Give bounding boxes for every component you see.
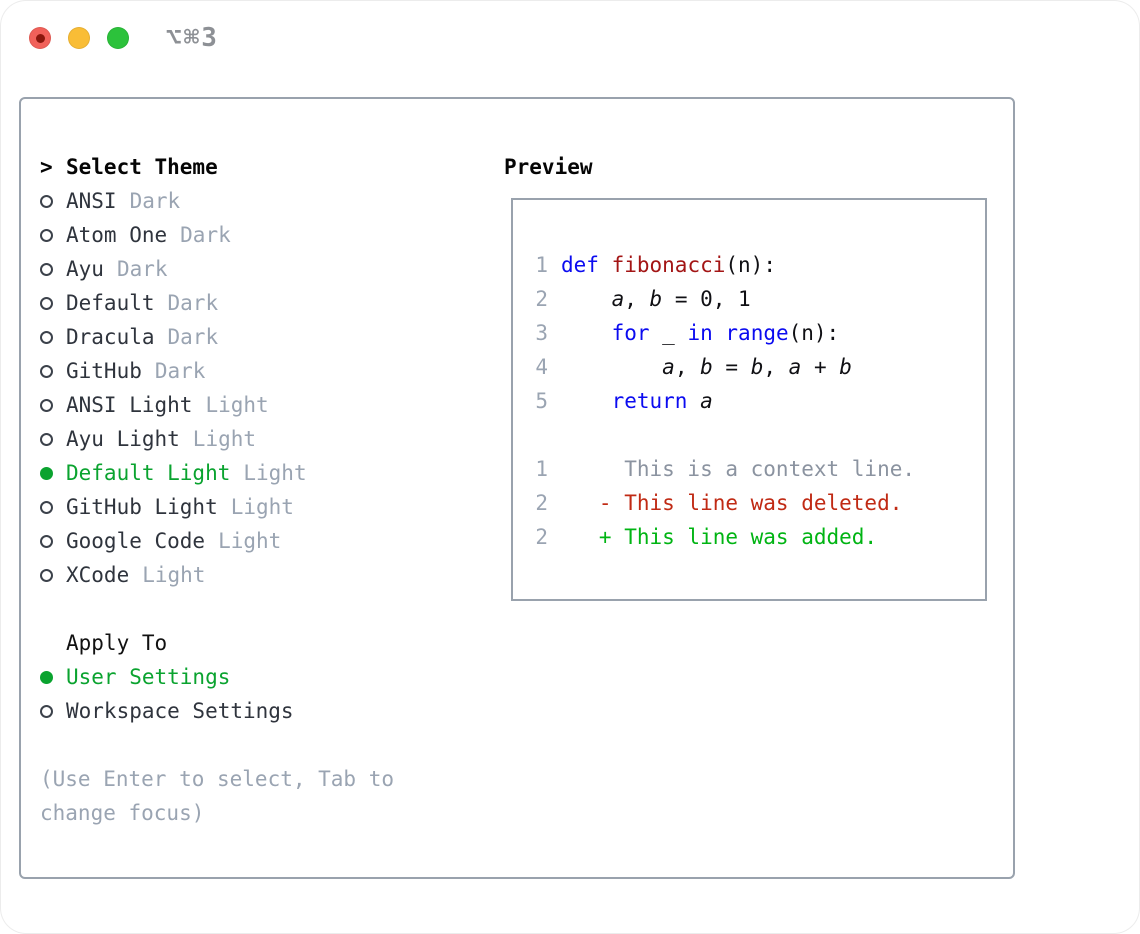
minimize-button[interactable] <box>68 27 90 49</box>
window-shortcut-label: ⌥⌘3 <box>166 23 219 53</box>
theme-name: GitHub <box>66 359 142 383</box>
diff-line: 1 This is a context line. <box>535 452 977 486</box>
theme-variant: Dark <box>116 257 168 281</box>
theme-variant: Light <box>218 529 282 553</box>
radio-icon <box>40 194 66 208</box>
radio-selected-icon <box>40 466 66 480</box>
radio-icon <box>40 500 66 514</box>
code-text: - This line was deleted. <box>561 491 903 515</box>
code-text: return a <box>611 389 713 413</box>
line-number: 3 <box>535 321 548 345</box>
code-line: 1 def fibonacci(n): <box>535 248 977 282</box>
line-number: 2 <box>535 491 548 515</box>
theme-variant: Dark <box>180 223 231 247</box>
line-number: 5 <box>535 389 548 413</box>
code-text: This is a context line. <box>561 457 916 481</box>
code-text: for _ in range(n): <box>611 321 840 345</box>
radio-icon <box>40 568 66 582</box>
radio-icon <box>40 228 66 242</box>
theme-option-github[interactable]: GitHub Dark <box>40 354 490 388</box>
spacer <box>40 592 490 626</box>
theme-option-default[interactable]: Default Dark <box>40 286 490 320</box>
keyboard-hint: (Use Enter to select, Tab to change focu… <box>40 767 395 825</box>
theme-list-title: Select Theme <box>66 155 218 179</box>
theme-variant: Dark <box>154 359 206 383</box>
theme-name: Dracula <box>66 325 155 349</box>
radio-icon <box>40 296 66 310</box>
theme-option-dracula[interactable]: Dracula Dark <box>40 320 490 354</box>
code-line: 4 a, b = b, a + b <box>535 350 977 384</box>
theme-option-google-code[interactable]: Google Code Light <box>40 524 490 558</box>
theme-variant: Light <box>243 461 307 485</box>
radio-icon <box>40 534 66 548</box>
theme-option-ansi-light[interactable]: ANSI Light Light <box>40 388 490 422</box>
theme-variant: Dark <box>129 189 181 213</box>
apply-to-title: Apply To <box>66 631 168 655</box>
apply-option-user-settings[interactable]: User Settings <box>40 660 490 694</box>
zoom-button[interactable] <box>107 27 129 49</box>
theme-option-xcode[interactable]: XCode Light <box>40 558 490 592</box>
diff-line: 2 + This line was added. <box>535 520 977 554</box>
theme-name: GitHub Light <box>66 495 218 519</box>
theme-option-default-light[interactable]: Default Light Light <box>40 456 490 490</box>
line-number: 1 <box>535 253 548 277</box>
code-line: 3 for _ in range(n): <box>535 316 977 350</box>
theme-option-ayu[interactable]: Ayu Dark <box>40 252 490 286</box>
code-line: 5 return a <box>535 384 977 418</box>
theme-name: Google Code <box>66 529 206 553</box>
code-text: a, b = b, a + b <box>662 355 852 379</box>
close-focus-dot-icon <box>35 33 45 43</box>
radio-selected-icon <box>40 670 66 684</box>
code-text: a, b = 0, 1 <box>611 287 751 311</box>
theme-variant: Dark <box>167 291 219 315</box>
theme-option-atom-one[interactable]: Atom One Dark <box>40 218 490 252</box>
theme-variant: Light <box>205 393 269 417</box>
apply-option-workspace-settings[interactable]: Workspace Settings <box>40 694 490 728</box>
close-button[interactable] <box>29 27 51 49</box>
preview-title: Preview <box>504 155 593 179</box>
code-text: + This line was added. <box>561 525 878 549</box>
line-number: 1 <box>535 457 548 481</box>
radio-icon <box>40 398 66 412</box>
code-line: 2 a, b = 0, 1 <box>535 282 977 316</box>
theme-list-header: > Select Theme <box>40 150 490 184</box>
radio-icon <box>40 432 66 446</box>
radio-icon <box>40 704 66 718</box>
apply-option-label: User Settings <box>66 665 231 689</box>
apply-to-header: Apply To <box>40 626 490 660</box>
theme-option-github-light[interactable]: GitHub Light Light <box>40 490 490 524</box>
code-line <box>535 418 977 452</box>
title-bar: ⌥⌘3 <box>0 0 1140 76</box>
radio-icon <box>40 262 66 276</box>
theme-variant: Dark <box>167 325 219 349</box>
radio-icon <box>40 330 66 344</box>
diff-line: 2 - This line was deleted. <box>535 486 977 520</box>
theme-name: Ayu Light <box>66 427 180 451</box>
line-number: 2 <box>535 525 548 549</box>
radio-icon <box>40 364 66 378</box>
theme-name: Default Light <box>66 461 231 485</box>
theme-name: ANSI <box>66 189 117 213</box>
theme-variant: Light <box>192 427 257 451</box>
selection-prompt-icon: > <box>40 155 53 179</box>
theme-variant: Light <box>142 563 206 587</box>
theme-name: XCode <box>66 563 130 587</box>
line-number: 2 <box>535 287 548 311</box>
theme-name: Default <box>66 291 155 315</box>
theme-option-ayu-light[interactable]: Ayu Light Light <box>40 422 490 456</box>
line-number: 4 <box>535 355 548 379</box>
theme-option-ansi[interactable]: ANSI Dark <box>40 184 490 218</box>
code-text: def fibonacci(n): <box>561 253 776 277</box>
theme-variant: Light <box>230 495 294 519</box>
theme-name: Ayu <box>66 257 104 281</box>
theme-name: ANSI Light <box>66 393 193 417</box>
theme-name: Atom One <box>66 223 168 247</box>
apply-option-label: Workspace Settings <box>66 699 294 723</box>
